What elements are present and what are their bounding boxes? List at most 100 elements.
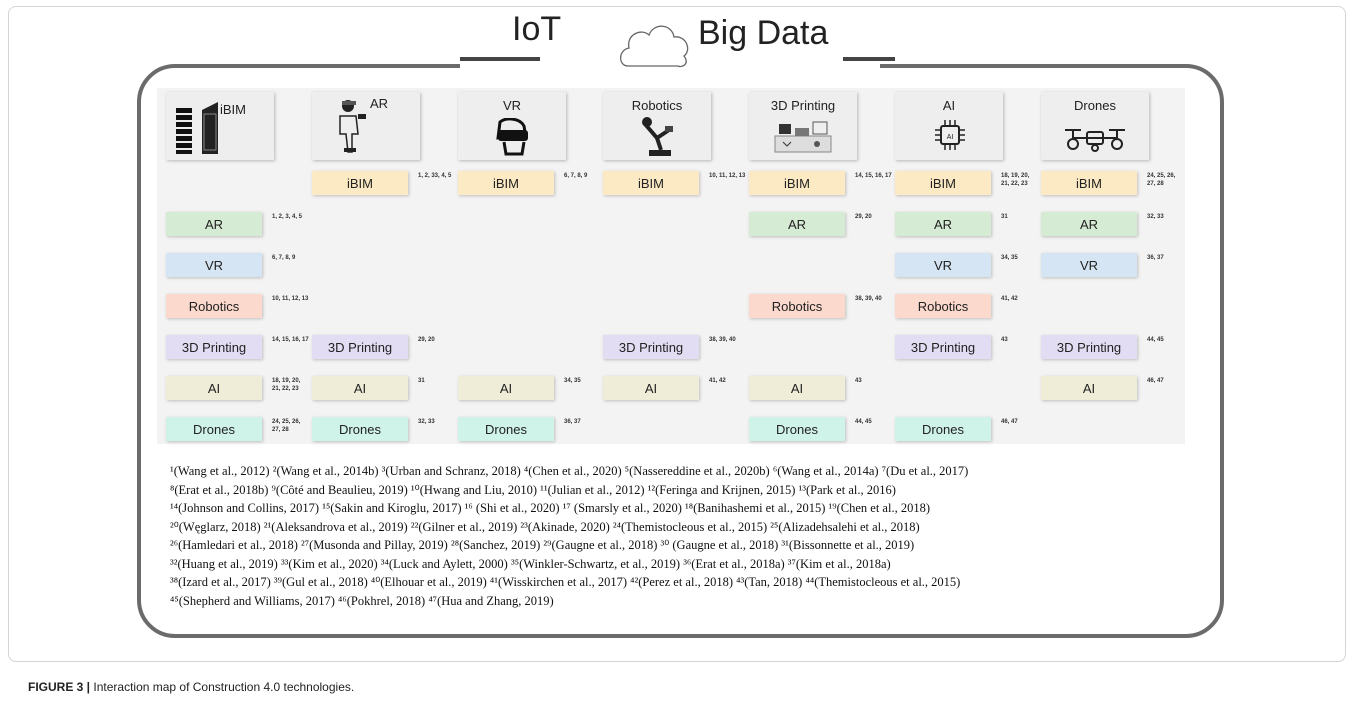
column-header-ar: AR [312, 92, 420, 160]
cell-reference-numbers: 6, 7, 8, 9 [272, 255, 296, 261]
cell-ibim: iBIM [895, 171, 991, 195]
cell-reference-numbers: 1, 2, 3, 4, 5 [272, 214, 303, 220]
cell-ar: AR [895, 212, 991, 236]
cell-vr: VR [1041, 253, 1137, 277]
column-header-drones: Drones [1041, 92, 1149, 160]
reference-line: ¹(Wang et al., 2012) ²(Wang et al., 2014… [170, 464, 969, 478]
column-header-label: 3D Printing [770, 98, 836, 113]
caption-label: FIGURE 3 | [28, 680, 91, 694]
column-header-label: Drones [1074, 98, 1116, 113]
building-icon [174, 98, 224, 161]
cell-drones: Drones [749, 417, 845, 441]
cell-ai: AI [166, 376, 262, 400]
column-header-ibim: iBIM [166, 92, 274, 160]
robot-arm-icon [639, 116, 679, 165]
cell-reference-numbers: 6, 7, 8, 9 [564, 173, 588, 179]
cell-robotics: Robotics [166, 294, 262, 318]
cloud-icon [620, 25, 689, 68]
reference-line: ²⁰(Węglarz, 2018) ²¹(Aleksandrova et al.… [170, 519, 920, 534]
person-headset-icon [336, 98, 370, 159]
cell-reference-numbers: 29, 20 [418, 337, 435, 343]
column-header-vr: VR [458, 92, 566, 160]
iot-label: IoT [512, 10, 562, 48]
column-header-label: AI [942, 98, 956, 113]
cell-reference-numbers: 41, 42 [1001, 296, 1018, 302]
cell-ai: AI [1041, 376, 1137, 400]
cell-reference-numbers: 24, 25, 26, 27, 28 [272, 419, 301, 433]
3d-printer-icon [773, 118, 833, 163]
cell-ibim: iBIM [1041, 171, 1137, 195]
cell-reference-numbers: 31 [418, 378, 425, 384]
cell-ar: AR [166, 212, 262, 236]
cell-reference-numbers: 38, 39, 40 [855, 296, 882, 302]
cell-3d-printing: 3D Printing [895, 335, 991, 359]
cell-reference-numbers: 44, 45 [855, 419, 872, 425]
reference-list: ¹(Wang et al., 2012) ²(Wang et al., 2014… [170, 462, 1190, 610]
cell-reference-numbers: 44, 45 [1147, 337, 1164, 343]
cell-reference-numbers: 38, 39, 40 [709, 337, 736, 343]
reference-line: ³⁸(Izard et al., 2017) ³⁹(Gul et al., 20… [170, 575, 961, 589]
cell-reference-numbers: 14, 15, 16, 17 [272, 337, 309, 343]
cell-reference-numbers: 24, 25, 26, 27, 28 [1147, 173, 1176, 187]
cell-drones: Drones [895, 417, 991, 441]
cell-ibim: iBIM [603, 171, 699, 195]
cell-reference-numbers: 1, 2, 33, 4, 5 [418, 173, 452, 179]
iot-underline [460, 57, 540, 61]
drone-icon [1063, 126, 1127, 157]
column-header-3d-printing: 3D Printing [749, 92, 857, 160]
cell-reference-numbers: 18, 19, 20, 21, 22, 23 [1001, 173, 1030, 187]
cell-reference-numbers: 32, 33 [418, 419, 435, 425]
cell-drones: Drones [312, 417, 408, 441]
cell-vr: VR [166, 253, 262, 277]
cell-vr: VR [895, 253, 991, 277]
cell-reference-numbers: 29, 20 [855, 214, 872, 220]
cell-ai: AI [458, 376, 554, 400]
vr-headset-icon [492, 117, 532, 163]
cell-3d-printing: 3D Printing [603, 335, 699, 359]
column-header-label: VR [502, 98, 522, 113]
cell-reference-numbers: 10, 11, 12, 13 [272, 296, 309, 302]
reference-line: ³²(Huang et al., 2019) ³³(Kim et al., 20… [170, 556, 891, 571]
cell-reference-numbers: 34, 35 [1001, 255, 1018, 261]
cell-robotics: Robotics [895, 294, 991, 318]
cell-ar: AR [749, 212, 845, 236]
cell-reference-numbers: 14, 15, 16, 17 [855, 173, 892, 179]
figure-caption: FIGURE 3 | Interaction map of Constructi… [28, 680, 354, 694]
cell-3d-printing: 3D Printing [312, 335, 408, 359]
cell-ibim: iBIM [312, 171, 408, 195]
cell-reference-numbers: 36, 37 [1147, 255, 1164, 261]
svg-text:AI: AI [947, 134, 954, 141]
cell-reference-numbers: 43 [855, 378, 862, 384]
column-header-ai: AI AI [895, 92, 1003, 160]
cell-ibim: iBIM [749, 171, 845, 195]
ai-chip-icon: AI [933, 118, 967, 157]
figure-frame [8, 6, 1346, 662]
column-header-robotics: Robotics [603, 92, 711, 160]
cell-ai: AI [312, 376, 408, 400]
cell-ibim: iBIM [458, 171, 554, 195]
cell-ar: AR [1041, 212, 1137, 236]
reference-line: ²⁶(Hamledari et al., 2018) ²⁷(Musonda an… [170, 538, 915, 552]
cell-reference-numbers: 41, 42 [709, 378, 726, 384]
cell-robotics: Robotics [749, 294, 845, 318]
cell-ai: AI [603, 376, 699, 400]
cell-reference-numbers: 36, 37 [564, 419, 581, 425]
cell-drones: Drones [166, 417, 262, 441]
cell-reference-numbers: 10, 11, 12, 13 [709, 173, 746, 179]
reference-line: ⁴⁵(Shepherd and Williams, 2017) ⁴⁶(Pokhr… [170, 593, 554, 608]
column-header-label: iBIM [220, 102, 246, 117]
cell-3d-printing: 3D Printing [1041, 335, 1137, 359]
cell-reference-numbers: 31 [1001, 214, 1008, 220]
cell-reference-numbers: 32, 33 [1147, 214, 1164, 220]
cell-reference-numbers: 18, 19, 20, 21, 22, 23 [272, 378, 301, 392]
cell-reference-numbers: 43 [1001, 337, 1008, 343]
cell-ai: AI [749, 376, 845, 400]
header-mask [460, 15, 880, 73]
column-header-label: Robotics [631, 98, 683, 113]
reference-line: ¹⁴(Johnson and Collins, 2017) ¹⁵(Sakin a… [170, 501, 930, 515]
cell-reference-numbers: 34, 35 [564, 378, 581, 384]
bigdata-label: Big Data [698, 14, 829, 52]
reference-line: ⁸(Erat et al., 2018b) ⁹(Côté and Beaulie… [170, 482, 896, 497]
bigdata-underline [843, 57, 895, 61]
cell-reference-numbers: 46, 47 [1001, 419, 1018, 425]
